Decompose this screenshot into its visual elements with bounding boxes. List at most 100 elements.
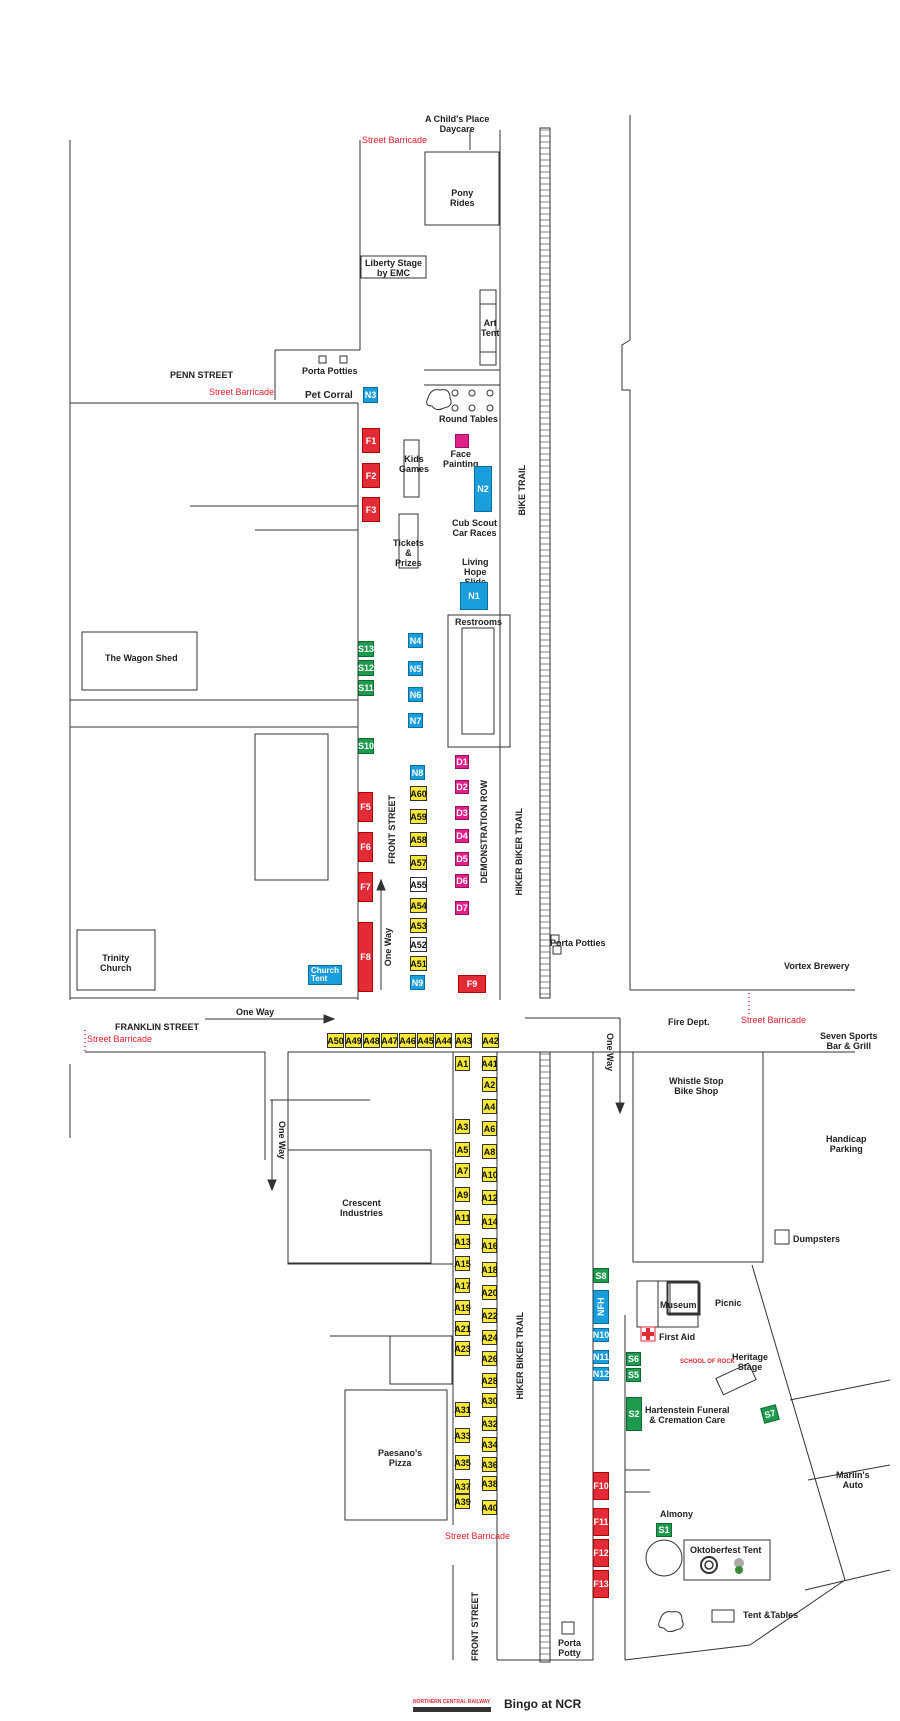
booth-A32[interactable]: A32 <box>481 1416 498 1431</box>
booth-A51[interactable]: A51 <box>410 956 427 971</box>
booth-A39[interactable]: A39 <box>454 1494 471 1509</box>
booth-A2[interactable]: A2 <box>482 1077 497 1092</box>
booth-D5[interactable]: D5 <box>455 852 469 866</box>
booth-A34[interactable]: A34 <box>481 1437 498 1452</box>
booth-S11[interactable]: S11 <box>358 680 374 696</box>
booth-N2[interactable]: N2 <box>474 466 492 512</box>
booth-S5[interactable]: S5 <box>626 1368 641 1382</box>
booth-D6[interactable]: D6 <box>455 874 469 888</box>
booth-A22[interactable]: A22 <box>481 1308 498 1323</box>
booth-F2[interactable]: F2 <box>362 463 380 488</box>
booth-A54[interactable]: A54 <box>410 898 427 913</box>
booth-A12[interactable]: A12 <box>481 1190 498 1205</box>
booth-A18[interactable]: A18 <box>481 1262 498 1277</box>
booth-A37[interactable]: A37 <box>454 1479 471 1494</box>
booth-N9[interactable]: N9 <box>410 975 425 990</box>
booth-N3[interactable]: N3 <box>363 387 378 403</box>
booth-NFH[interactable]: NFH <box>593 1290 609 1324</box>
booth-D2[interactable]: D2 <box>455 780 469 794</box>
booth-A21[interactable]: A21 <box>454 1321 471 1336</box>
booth-A58[interactable]: A58 <box>410 832 427 847</box>
booth-A6[interactable]: A6 <box>482 1121 497 1136</box>
booth-A57[interactable]: A57 <box>410 855 427 870</box>
booth-A8[interactable]: A8 <box>482 1144 497 1159</box>
booth-A20[interactable]: A20 <box>481 1285 498 1300</box>
booth-D4[interactable]: D4 <box>455 829 469 843</box>
booth-N4[interactable]: N4 <box>408 633 423 648</box>
booth-F1[interactable]: F1 <box>362 428 380 453</box>
booth-face-painting[interactable] <box>455 434 469 448</box>
booth-A10[interactable]: A10 <box>481 1167 498 1182</box>
booth-F8[interactable]: F8 <box>358 922 373 992</box>
booth-N7[interactable]: N7 <box>408 713 423 728</box>
booth-A1[interactable]: A1 <box>455 1056 470 1071</box>
booth-A15[interactable]: A15 <box>454 1256 471 1271</box>
booth-A46[interactable]: A46 <box>399 1033 416 1048</box>
booth-A41[interactable]: A41 <box>481 1056 498 1071</box>
kids-games-label: Kids Games <box>399 454 430 474</box>
booth-F13[interactable]: F13 <box>593 1570 609 1598</box>
booth-A11[interactable]: A11 <box>455 1210 471 1225</box>
booth-S12[interactable]: S12 <box>358 660 374 676</box>
booth-A23[interactable]: A23 <box>454 1341 471 1356</box>
booth-A9[interactable]: A9 <box>455 1187 470 1202</box>
booth-A42[interactable]: A42 <box>482 1033 499 1048</box>
booth-N12[interactable]: N12 <box>592 1367 610 1381</box>
booth-N1[interactable]: N1 <box>460 582 488 610</box>
booth-church-tent[interactable]: Church Tent <box>308 965 342 985</box>
booth-S2[interactable]: S2 <box>626 1397 642 1431</box>
booth-A43[interactable]: A43 <box>455 1033 472 1048</box>
booth-A28[interactable]: A28 <box>481 1373 498 1388</box>
booth-A60[interactable]: A60 <box>410 786 427 801</box>
booth-S13[interactable]: S13 <box>358 641 374 657</box>
booth-A19[interactable]: A19 <box>454 1300 471 1315</box>
booth-F5[interactable]: F5 <box>358 792 373 822</box>
booth-S6[interactable]: S6 <box>626 1352 641 1366</box>
booth-S1[interactable]: S1 <box>656 1523 672 1537</box>
booth-F9[interactable]: F9 <box>458 975 486 993</box>
booth-A14[interactable]: A14 <box>481 1214 498 1229</box>
booth-D1[interactable]: D1 <box>455 755 469 769</box>
booth-A49[interactable]: A49 <box>345 1033 362 1048</box>
booth-S10[interactable]: S10 <box>358 738 374 754</box>
booth-A44[interactable]: A44 <box>435 1033 452 1048</box>
booth-F12[interactable]: F12 <box>593 1539 609 1567</box>
booth-N5[interactable]: N5 <box>408 661 423 676</box>
booth-D3[interactable]: D3 <box>455 806 469 820</box>
booth-A59[interactable]: A59 <box>410 809 427 824</box>
booth-F10[interactable]: F10 <box>593 1472 609 1500</box>
booth-A48[interactable]: A48 <box>363 1033 380 1048</box>
booth-A38[interactable]: A38 <box>481 1476 498 1491</box>
booth-A52[interactable]: A52 <box>410 937 427 952</box>
booth-A50[interactable]: A50 <box>327 1033 344 1048</box>
booth-A7[interactable]: A7 <box>455 1163 470 1178</box>
booth-A17[interactable]: A17 <box>454 1278 471 1293</box>
booth-N10[interactable]: N10 <box>592 1328 610 1342</box>
booth-A13[interactable]: A13 <box>454 1234 471 1249</box>
booth-A47[interactable]: A47 <box>381 1033 398 1048</box>
booth-N6[interactable]: N6 <box>408 687 423 702</box>
booth-A40[interactable]: A40 <box>481 1500 498 1515</box>
booth-A16[interactable]: A16 <box>481 1238 498 1253</box>
booth-A24[interactable]: A24 <box>481 1330 498 1345</box>
booth-D7[interactable]: D7 <box>455 901 469 915</box>
booth-A45[interactable]: A45 <box>417 1033 434 1048</box>
booth-A33[interactable]: A33 <box>454 1428 471 1443</box>
booth-F7[interactable]: F7 <box>358 872 373 902</box>
booth-F11[interactable]: F11 <box>593 1508 609 1536</box>
booth-A53[interactable]: A53 <box>410 918 427 933</box>
booth-A31[interactable]: A31 <box>454 1402 471 1417</box>
booth-A55[interactable]: A55 <box>410 877 427 892</box>
booth-A5[interactable]: A5 <box>455 1142 470 1157</box>
booth-A30[interactable]: A30 <box>481 1393 498 1408</box>
booth-F6[interactable]: F6 <box>358 832 373 862</box>
booth-A26[interactable]: A26 <box>481 1351 498 1366</box>
booth-A35[interactable]: A35 <box>454 1455 471 1470</box>
booth-F3[interactable]: F3 <box>362 497 380 522</box>
booth-A3[interactable]: A3 <box>455 1119 470 1134</box>
booth-N8[interactable]: N8 <box>410 765 425 780</box>
booth-A4[interactable]: A4 <box>482 1099 497 1114</box>
booth-N11[interactable]: N11 <box>593 1350 610 1364</box>
booth-S8[interactable]: S8 <box>593 1268 609 1283</box>
booth-A36[interactable]: A36 <box>481 1457 498 1472</box>
